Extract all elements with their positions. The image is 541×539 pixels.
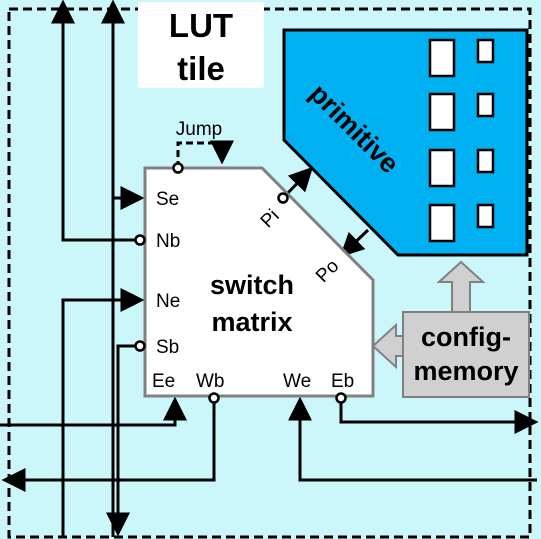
switch-matrix-label-line1: switch — [210, 270, 294, 300]
config-memory-label-line2: memory — [413, 356, 518, 386]
port-label-eb: Eb — [331, 371, 354, 392]
tile-title-line1: LUT — [169, 7, 233, 44]
wire-eb — [339, 398, 539, 434]
port-bubble-eb — [335, 392, 347, 404]
wire-nb — [51, 0, 140, 242]
port-label-wb: Wb — [196, 371, 225, 392]
tile-border — [7, 7, 532, 539]
wire-sb — [106, 344, 140, 537]
config-memory-label-line1: config- — [421, 322, 511, 352]
port-label-we: We — [283, 371, 311, 392]
wire-pi — [283, 166, 314, 198]
lut-cell-large — [428, 92, 456, 132]
switch-matrix — [143, 166, 375, 398]
primitive-block — [282, 28, 529, 257]
port-label-ne: Ne — [156, 291, 180, 312]
port-label-sb: Sb — [156, 337, 179, 358]
port-bubble-pi — [277, 192, 289, 204]
jump-loop — [176, 140, 234, 168]
wire-we — [288, 396, 537, 482]
port-label-ee: Ee — [152, 371, 175, 392]
port-bubble-nb — [134, 234, 146, 246]
port-label-se: Se — [156, 189, 179, 210]
tile-title-line2: tile — [177, 50, 225, 87]
config-memory-box — [402, 311, 530, 398]
port-bubble-jump — [172, 162, 184, 174]
lut-cell-large — [428, 38, 456, 78]
wire-ee — [0, 396, 187, 427]
jump-label: Jump — [176, 119, 222, 140]
port-bubbles — [134, 162, 347, 404]
lut-cell-small — [476, 203, 495, 229]
wire-wb — [1, 398, 216, 492]
lut-cell-small — [476, 92, 495, 118]
lut-cell-large — [428, 148, 456, 188]
wire-ne — [61, 288, 145, 537]
lut-cell-large — [428, 203, 456, 243]
port-bubble-sb — [134, 340, 146, 352]
port-label-nb: Nb — [156, 231, 180, 252]
config-arrow-left — [371, 322, 404, 370]
port-bubble-wb — [208, 392, 220, 404]
lut-cell-small — [476, 38, 495, 64]
lut-cell-small — [476, 148, 495, 174]
config-arrow-up — [436, 260, 486, 313]
wire-po — [339, 228, 370, 258]
primitive-cells — [428, 38, 495, 243]
tile-title-box — [138, 2, 264, 88]
switch-matrix-label-line2: matrix — [211, 307, 292, 337]
